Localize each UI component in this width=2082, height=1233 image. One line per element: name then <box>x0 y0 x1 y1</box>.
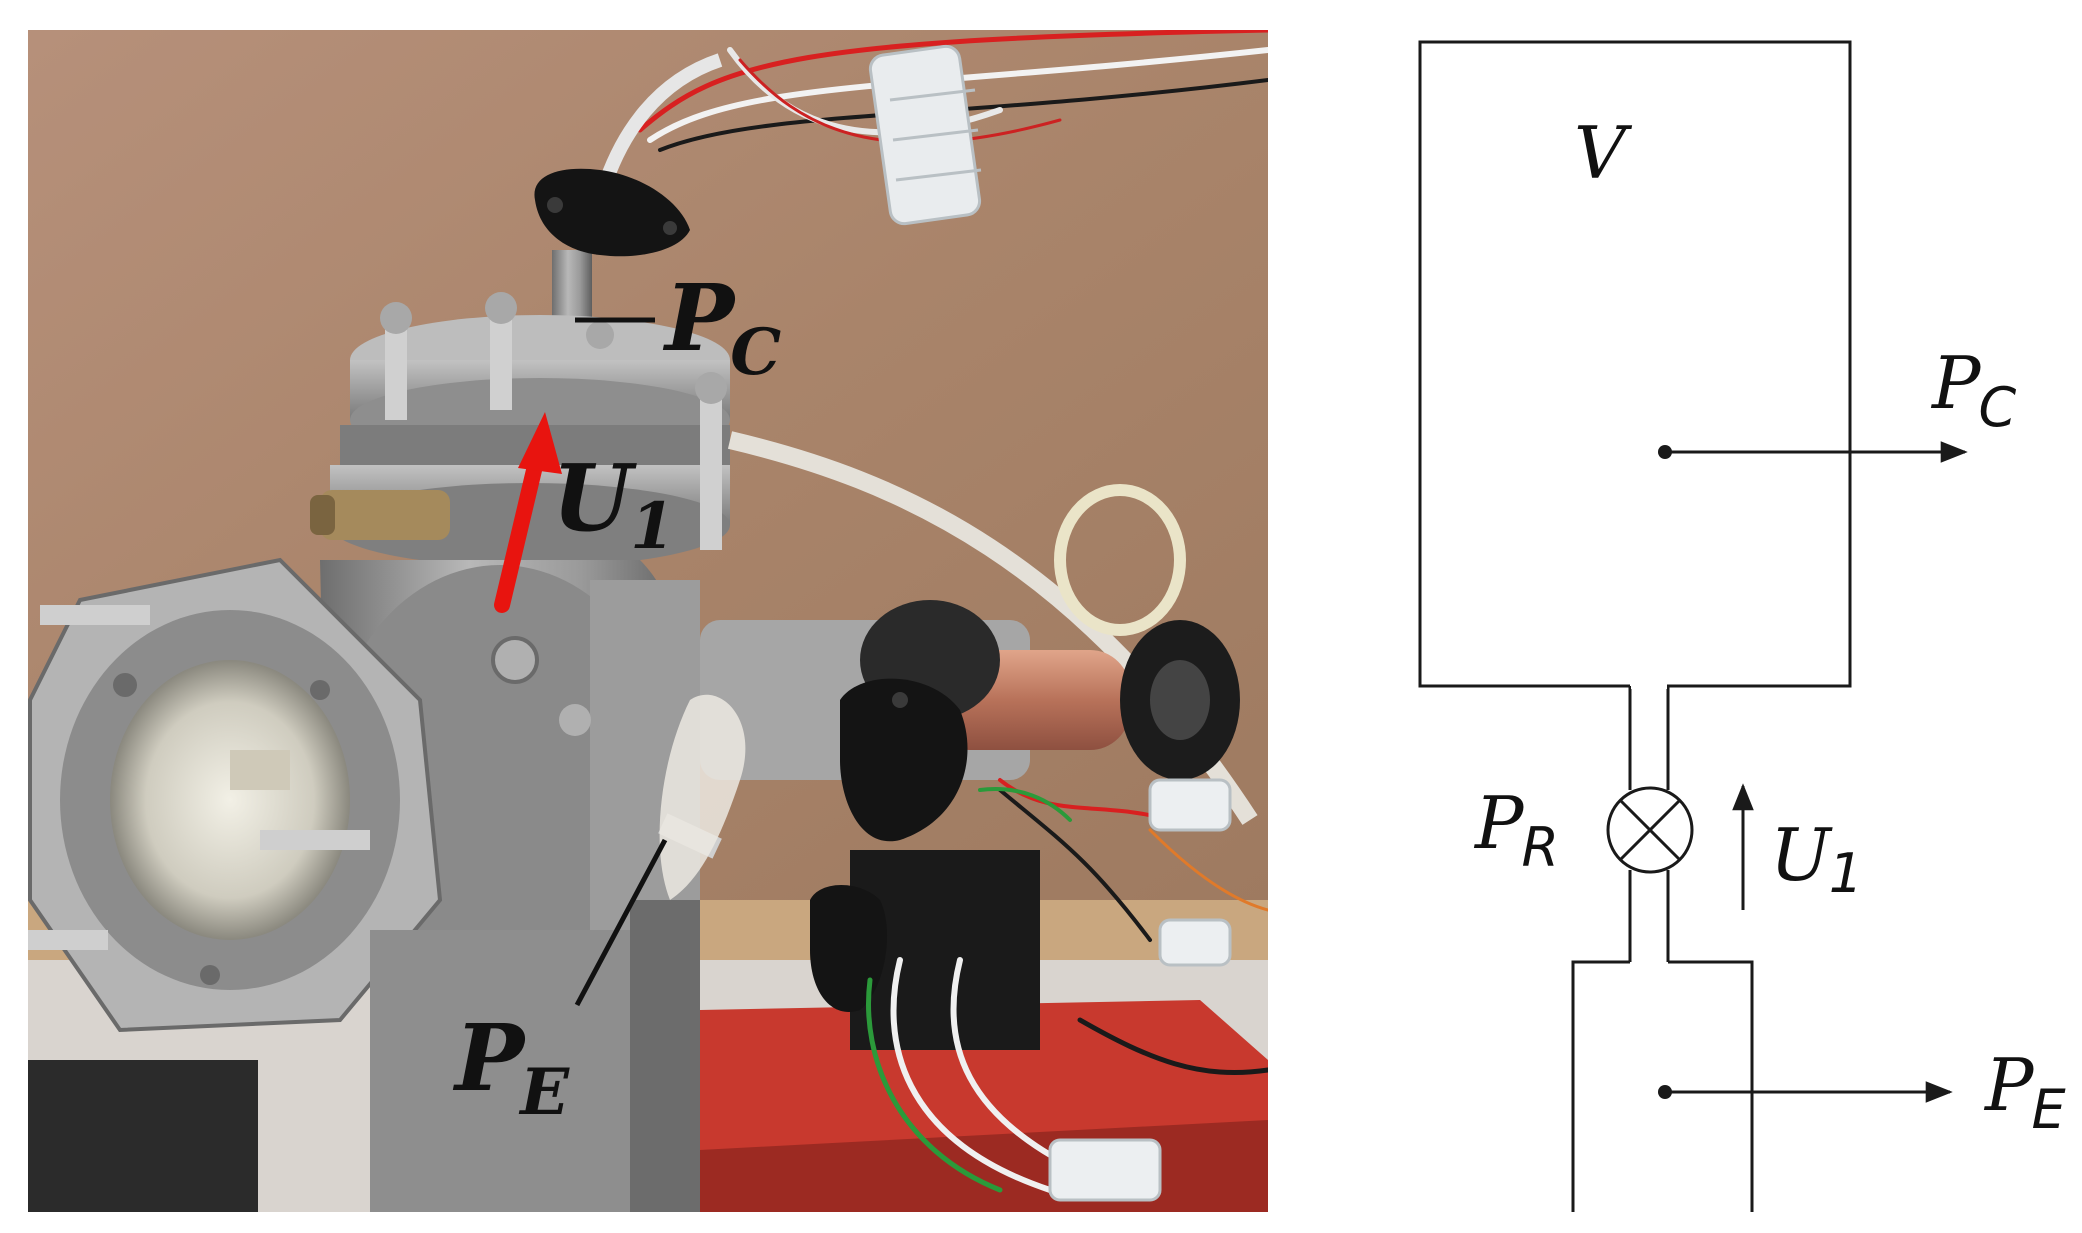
schematic-diagram <box>1418 40 1968 1212</box>
valve-pr-symbol <box>1606 786 1694 874</box>
tube-loop <box>1054 484 1186 636</box>
brass-fitting <box>310 490 450 540</box>
vessel-v-outline <box>1418 40 1852 688</box>
terminal-block-top <box>868 44 982 226</box>
terminal-block-mid <box>1158 918 1232 967</box>
photo-label-u1: U1 <box>552 444 675 564</box>
diagram-label-v: V <box>1574 111 1633 195</box>
front-flange <box>28 557 443 1033</box>
weld-residue <box>659 694 746 900</box>
terminal-block-bottom <box>1048 1138 1162 1202</box>
terminal-block-right <box>1148 778 1232 832</box>
lower-chamber-outline <box>1571 960 1754 1212</box>
dark-object-lower-left <box>28 1060 258 1212</box>
u1-red-arrow-shaft <box>494 437 548 613</box>
apparatus-photo: PC U1 PE <box>28 30 1268 1212</box>
pe-leader-line <box>574 838 668 1007</box>
side-pipe <box>700 600 1240 780</box>
photo-label-pe: PE <box>452 1004 570 1130</box>
diagram-label-pe: PE <box>1983 1043 2066 1141</box>
diagram-label-pr: PR <box>1473 781 1559 879</box>
diagram-label-pc: PC <box>1930 341 2016 439</box>
schematic-labels: V PC PR U1 PE <box>1473 111 2066 1141</box>
upper-neck-top-cover <box>1631 683 1667 689</box>
photo-label-pc: PC <box>662 264 781 390</box>
diagram-label-u1: U1 <box>1770 813 1863 905</box>
pressure-sensor-side <box>840 678 968 842</box>
u1-red-arrow-head <box>518 412 562 474</box>
valve-cross-b <box>1618 798 1682 862</box>
support-stand <box>370 850 1040 1212</box>
